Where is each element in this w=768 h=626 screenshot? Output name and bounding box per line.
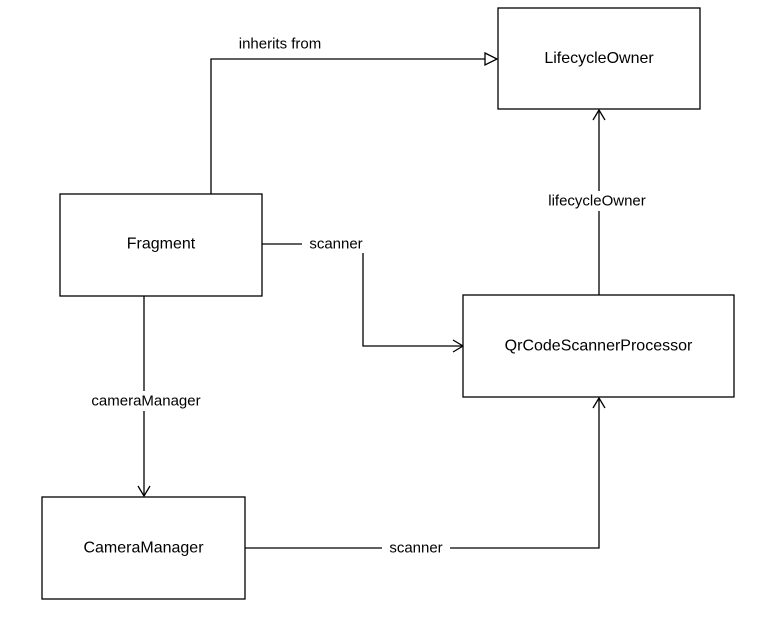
open-arrowhead-icon <box>592 108 606 121</box>
edge-label-text: lifecycleOwner <box>548 193 646 210</box>
node-label: CameraManager <box>83 540 204 557</box>
edge-label-fragment-scanner: scanner <box>302 235 370 253</box>
edge-label-text: inherits from <box>239 36 322 53</box>
edge-label-text: scanner <box>389 540 442 557</box>
node-label: Fragment <box>127 236 196 253</box>
edge-camera-scanner <box>245 396 606 549</box>
open-arrowhead-icon <box>137 485 151 498</box>
open-arrowhead-icon <box>592 396 606 409</box>
node-qr-code-scanner-processor: QrCodeScannerProcessor <box>462 294 735 398</box>
edge-label-camera-scanner: scanner <box>382 539 450 557</box>
node-label: QrCodeScannerProcessor <box>505 338 693 355</box>
node-fragment: Fragment <box>59 193 263 297</box>
edge-label-text: scanner <box>309 236 362 253</box>
edge-label-inherits-from: inherits from <box>239 36 322 53</box>
edge-inherits-from <box>210 51 499 194</box>
node-camera-manager: CameraManager <box>41 496 246 600</box>
node-lifecycle-owner: LifecycleOwner <box>497 7 701 110</box>
edge-fragment-scanner <box>262 243 465 353</box>
edge-label-lifecycle-owner: lifecycleOwner <box>535 191 659 211</box>
node-label: LifecycleOwner <box>544 50 654 67</box>
edge-label-camera-manager: cameraManager <box>76 391 216 411</box>
hollow-arrowhead-icon <box>484 51 499 67</box>
edge-label-text: cameraManager <box>91 393 200 410</box>
